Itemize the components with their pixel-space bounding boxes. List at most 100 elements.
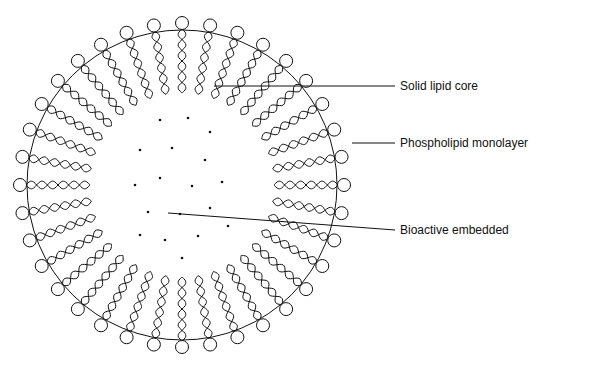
- bioactive-dot: [139, 234, 142, 237]
- lipid-tail: [241, 65, 282, 114]
- lipid-head: [338, 179, 351, 192]
- lipid-tail: [195, 276, 212, 339]
- bioactive-dot: [209, 207, 212, 210]
- lipid-tail: [154, 276, 167, 339]
- lipid-tail: [241, 65, 283, 114]
- lipid-tail: [47, 107, 102, 139]
- lipid-head: [95, 319, 108, 332]
- lipid-tail: [274, 181, 338, 189]
- lipid-head: [300, 74, 313, 87]
- part-label: Bioactive embedded: [398, 222, 511, 238]
- bioactive-dot: [221, 181, 224, 184]
- lipid-head: [231, 331, 244, 344]
- lipid-tail: [252, 244, 301, 286]
- lipid-tail: [28, 198, 91, 215]
- lipid-tail: [178, 277, 186, 341]
- lipid-head: [147, 19, 160, 32]
- bioactive-dot: [191, 185, 194, 188]
- lipid-tail: [81, 65, 123, 114]
- bioactive-dots: [134, 117, 230, 260]
- lipid-head: [204, 19, 217, 32]
- lipid-head: [16, 150, 29, 163]
- lipid-tail: [103, 50, 137, 105]
- lipid-tail: [268, 216, 328, 238]
- lipid-head: [35, 260, 48, 273]
- lipid-head: [280, 303, 293, 316]
- lipid-tail: [62, 244, 111, 286]
- lipid-tail: [197, 31, 210, 94]
- bioactive-dot: [204, 159, 207, 162]
- lipid-head: [328, 123, 341, 136]
- lipid-head: [335, 150, 348, 163]
- lipid-head: [23, 123, 36, 136]
- lipid-tail: [26, 181, 90, 189]
- lipid-tail: [273, 198, 336, 215]
- lipid-tail: [152, 276, 169, 339]
- lipid-tail: [62, 85, 111, 126]
- lipid-tail: [252, 85, 301, 126]
- bioactive-dot: [171, 147, 174, 150]
- lipid-tail: [211, 271, 237, 331]
- leader-line: [352, 143, 395, 144]
- lipid-tail: [26, 181, 90, 189]
- lipid-tail: [273, 200, 336, 213]
- bioactive-dot: [147, 211, 150, 214]
- lipid-tail: [273, 155, 336, 172]
- lipid-tail: [28, 157, 91, 170]
- lipid-tail: [252, 244, 301, 285]
- lipid-head: [300, 283, 313, 296]
- lipid-head: [231, 26, 244, 39]
- lipid-head: [120, 331, 133, 344]
- lipid-tail: [268, 130, 328, 156]
- lipid-heads: [14, 17, 351, 354]
- lipid-tail: [228, 50, 260, 105]
- lipid-tail: [227, 50, 261, 105]
- part-label: Phospholipid monolayer: [398, 135, 530, 151]
- lipid-head: [316, 260, 329, 273]
- lipid-head: [35, 98, 48, 111]
- bioactive-dot: [187, 117, 190, 120]
- lipid-tail: [241, 255, 283, 304]
- lipid-tail: [195, 31, 212, 94]
- lipid-head: [280, 54, 293, 67]
- lipid-tail: [227, 265, 261, 320]
- lipid-head: [176, 17, 189, 30]
- lipid-head: [71, 303, 84, 316]
- lipid-tail: [47, 230, 102, 264]
- lipid-tail: [127, 38, 153, 98]
- lipid-head: [23, 234, 36, 247]
- bioactive-dot: [209, 131, 212, 134]
- bioactive-dot: [164, 239, 167, 242]
- lipid-head: [95, 38, 108, 51]
- part-label: Solid lipid core: [398, 78, 480, 94]
- lipid-head: [257, 38, 270, 51]
- lipid-tail: [274, 181, 338, 189]
- lipid-tail: [127, 271, 153, 331]
- lipid-head: [71, 54, 84, 67]
- lipid-head: [204, 338, 217, 351]
- lipid-tail: [35, 132, 95, 154]
- lipid-tail: [82, 65, 123, 114]
- lipid-tail: [262, 231, 317, 263]
- lipid-tail: [28, 155, 91, 172]
- lipid-tail: [213, 38, 235, 98]
- lipid-head: [51, 74, 64, 87]
- lipid-tails: [26, 29, 338, 341]
- bioactive-dot: [197, 235, 200, 238]
- leader-line: [214, 86, 395, 87]
- lipid-tail: [35, 130, 95, 156]
- lipid-tail: [82, 255, 123, 304]
- lipid-tail: [178, 29, 186, 93]
- lipid-head: [316, 98, 329, 111]
- lipid-head: [120, 26, 133, 39]
- lipid-head: [176, 341, 189, 354]
- particle-outline: [27, 30, 337, 340]
- lipid-tail: [178, 277, 186, 341]
- lipid-tail: [241, 255, 282, 304]
- lipid-tail: [81, 255, 123, 304]
- lipid-tail: [47, 106, 102, 140]
- lipid-tail: [262, 230, 317, 264]
- bioactive-dot: [159, 119, 162, 122]
- lipid-head: [335, 207, 348, 220]
